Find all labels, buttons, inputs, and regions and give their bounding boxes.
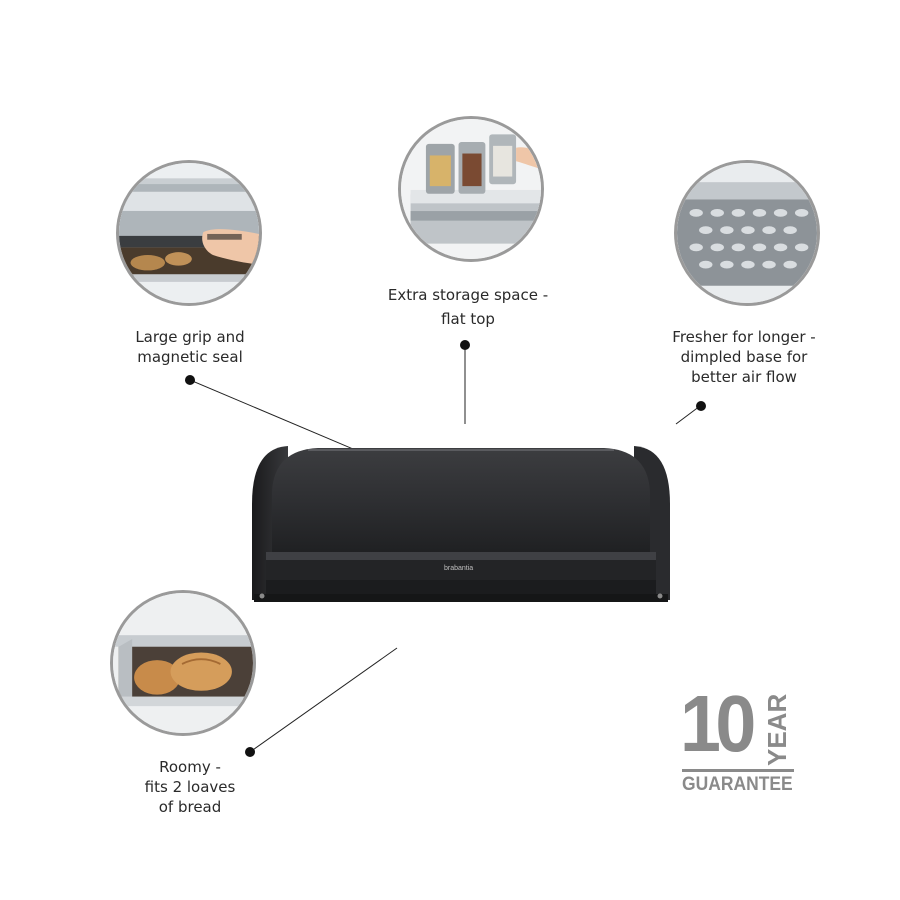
caption-roomy: Roomy - fits 2 loaves of bread — [120, 757, 260, 817]
leader-dot-grip — [185, 375, 195, 385]
caption-fresher: Fresher for longer - dimpled base for be… — [664, 327, 824, 387]
caption-grip-line2: magnetic seal — [137, 348, 243, 366]
guarantee-number: 10 — [680, 679, 756, 768]
guarantee-badge: 10 YEAR GUARANTEE — [680, 684, 795, 800]
dimpled-base-image — [674, 160, 820, 306]
caption-roomy-line2: fits 2 loaves — [144, 778, 236, 796]
caption-roomy-line1: Roomy - — [159, 758, 221, 776]
leader-dot-fresher — [696, 401, 706, 411]
bread-bin-illustration — [252, 446, 670, 602]
caption-grip: Large grip and magnetic seal — [110, 327, 270, 367]
roomy-detail-image — [110, 590, 256, 736]
guarantee-divider — [682, 769, 794, 772]
storage-detail-image — [398, 116, 544, 262]
caption-fresher-line1: Fresher for longer - — [672, 328, 816, 346]
bread-bin-product: brabantia — [248, 444, 674, 606]
guarantee-unit: YEAR — [762, 693, 792, 766]
caption-grip-line1: Large grip and — [135, 328, 245, 346]
caption-fresher-line3: better air flow — [691, 368, 797, 386]
leader-line-roomy — [249, 647, 398, 753]
brand-logo: brabantia — [444, 565, 474, 572]
caption-storage-line2: flat top — [441, 310, 495, 328]
caption-fresher-line2: dimpled base for — [680, 348, 808, 366]
guarantee-label: GUARANTEE — [682, 774, 793, 795]
caption-storage-line1: Extra storage space - — [387, 286, 549, 304]
caption-roomy-line3: of bread — [158, 798, 222, 816]
leader-dot-roomy — [245, 747, 255, 757]
grip-detail-image — [116, 160, 262, 306]
caption-storage: Extra storage space - flat top — [378, 283, 558, 331]
leader-line-fresher — [675, 405, 701, 425]
leader-dot-storage — [460, 340, 470, 350]
